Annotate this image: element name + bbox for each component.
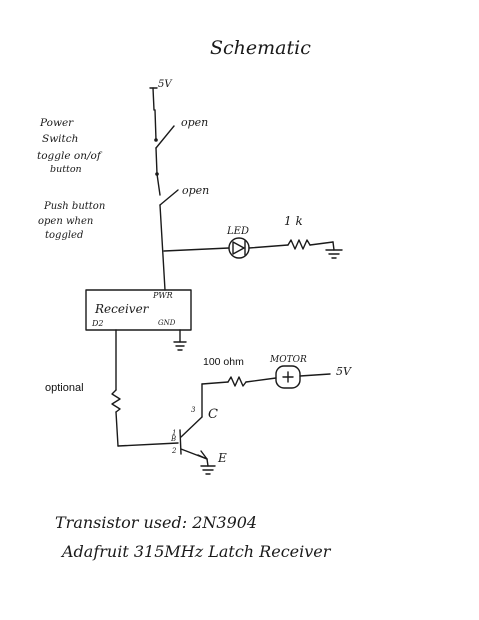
resistor-100-ohm-label: 100 ohm bbox=[203, 356, 244, 368]
pushbutton-label-1: Push button bbox=[43, 201, 105, 212]
motor-label: MOTOR bbox=[269, 355, 307, 365]
pushbutton-label-3: toggled bbox=[45, 230, 83, 241]
transistor-b-label: B bbox=[170, 435, 176, 443]
power-switch-lever bbox=[155, 125, 175, 149]
led-label: LED bbox=[226, 226, 249, 237]
transistor-base-bar bbox=[179, 429, 182, 455]
optional-resistor bbox=[111, 389, 121, 413]
led-symbol bbox=[228, 237, 250, 259]
wire-to-base bbox=[117, 442, 179, 447]
transistor-e-label: E bbox=[217, 451, 227, 465]
wire-to-pushbutton bbox=[156, 173, 161, 196]
transistor-c-label: C bbox=[208, 407, 218, 422]
resistor-1k bbox=[287, 239, 311, 250]
motor-symbol bbox=[275, 365, 301, 389]
wire-motor-supply bbox=[299, 373, 331, 377]
power-switch-label-2: Switch bbox=[42, 133, 78, 145]
wire-switch-top bbox=[154, 109, 157, 141]
emitter-ground-stem bbox=[206, 458, 209, 467]
wire-switch-bottom bbox=[155, 147, 158, 175]
receiver-pin-pwr: PWR bbox=[152, 291, 173, 300]
receiver-module bbox=[85, 289, 192, 331]
switch-contact-top bbox=[154, 138, 158, 142]
motor-supply-label: 5V bbox=[336, 365, 352, 378]
schematic-title: Schematic bbox=[210, 37, 311, 59]
power-switch-label-4: button bbox=[50, 164, 82, 175]
transistor-pin-2: 2 bbox=[171, 447, 177, 455]
pushbutton-open-label: open bbox=[182, 184, 209, 197]
ground-1-stem bbox=[332, 241, 335, 251]
wire-resistor-ground bbox=[309, 241, 334, 246]
receiver-pin-gnd: GND bbox=[158, 319, 176, 327]
wire-to-motor bbox=[245, 377, 277, 383]
transistor-pin-3: 3 bbox=[191, 406, 196, 414]
wire-to-led bbox=[163, 247, 230, 252]
resistor-100-ohm bbox=[227, 376, 247, 387]
led-diode-triangle bbox=[232, 241, 245, 255]
wire-led-resistor bbox=[248, 244, 289, 249]
note-transistor: Transistor used: 2N3904 bbox=[55, 513, 257, 532]
power-switch-label-1: Power bbox=[39, 117, 74, 129]
wire-main-rail bbox=[159, 204, 166, 291]
receiver-name: Receiver bbox=[94, 302, 150, 316]
supply-top-label: 5V bbox=[158, 79, 173, 90]
optional-label: optional bbox=[45, 382, 84, 394]
note-receiver: Adafruit 315MHz Latch Receiver bbox=[60, 542, 332, 561]
power-switch-label-3: toggle on/of bbox=[37, 150, 103, 162]
wire-to-100-ohm bbox=[201, 381, 229, 385]
resistor-1k-label: 1 k bbox=[284, 214, 303, 228]
pushbutton-lever bbox=[159, 189, 179, 206]
receiver-pin-d2: D2 bbox=[91, 319, 104, 328]
transistor-pin-1: 1 bbox=[172, 429, 176, 437]
wire-optional-down bbox=[115, 411, 119, 447]
switch-open-label: open bbox=[181, 116, 208, 129]
supply-wire bbox=[152, 87, 155, 111]
pushbutton-label-2: open when bbox=[38, 216, 93, 227]
transistor-collector bbox=[180, 416, 203, 438]
